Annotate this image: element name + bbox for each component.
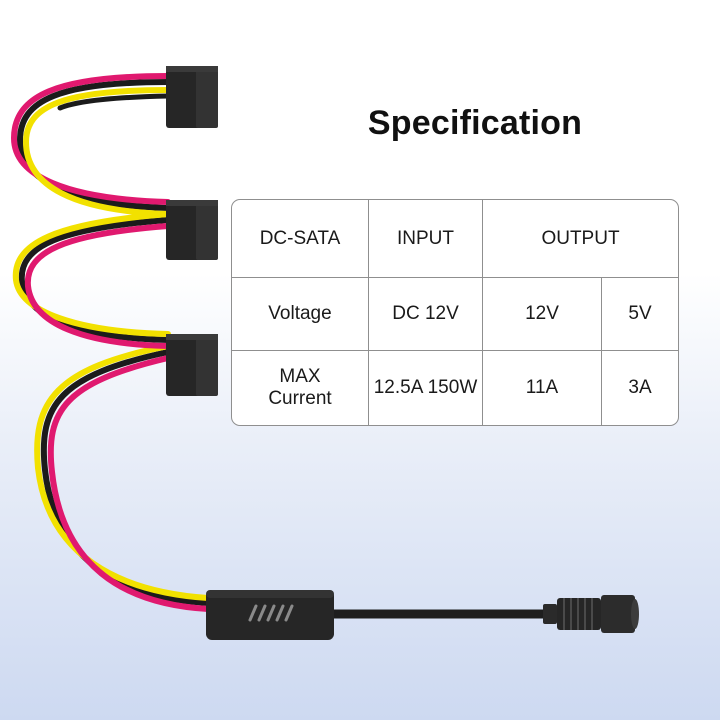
vent-slots bbox=[248, 604, 294, 622]
wire-bundle-upper bbox=[10, 73, 171, 217]
header-cell-input: INPUT bbox=[369, 200, 483, 278]
wire-bundle-middle bbox=[12, 211, 171, 349]
dc-jack bbox=[543, 595, 639, 633]
sata-connector-top bbox=[166, 66, 218, 128]
sata-connector-bottom bbox=[166, 334, 218, 396]
voltage-input-value: DC 12V bbox=[369, 278, 483, 351]
voltage-output-5v: 5V bbox=[602, 278, 679, 351]
header-cell-output: OUTPUT bbox=[483, 200, 679, 278]
current-input-value: 12.5A 150W bbox=[369, 351, 483, 425]
sata-connector-middle bbox=[166, 200, 218, 260]
converter-box bbox=[206, 590, 334, 640]
voltage-output-12v: 12V bbox=[483, 278, 602, 351]
current-output-12v: 11A bbox=[483, 351, 602, 425]
wire-bundle-lower bbox=[34, 343, 211, 612]
table-header-row: DC-SATA INPUT OUTPUT bbox=[232, 200, 679, 278]
page-title: Specification bbox=[367, 104, 583, 142]
row-label-max-current: MAX Current bbox=[232, 351, 369, 425]
table-row-max-current: MAX Current 12.5A 150W 11A 3A bbox=[232, 351, 678, 425]
specification-table: DC-SATA INPUT OUTPUT Voltage DC 12V 12V … bbox=[231, 199, 680, 426]
current-output-5v: 3A bbox=[628, 377, 652, 398]
row-label-voltage: Voltage bbox=[232, 278, 369, 351]
row-label-max-current-line2: Current bbox=[268, 388, 332, 409]
row-label-max-current-line1: MAX bbox=[279, 366, 321, 387]
header-cell-dc-sata: DC-SATA bbox=[232, 200, 369, 278]
table-row-voltage: Voltage DC 12V 12V 5V bbox=[232, 278, 679, 351]
